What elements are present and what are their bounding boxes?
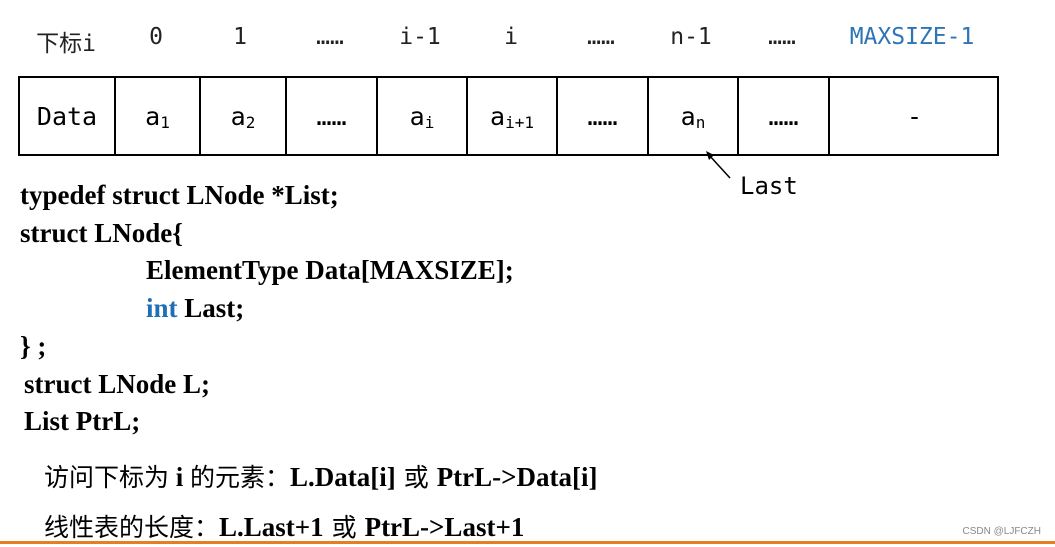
index-i-minus-1: i-1 bbox=[399, 24, 441, 50]
code-last-decl: Last; bbox=[177, 293, 245, 323]
note-length: 线性表的长度：L.Last+1 或 PtrL->Last+1 bbox=[44, 508, 524, 544]
bottom-accent-bar bbox=[0, 541, 1055, 544]
index-label: 下标i bbox=[36, 31, 96, 57]
note-access-or: 或 bbox=[395, 463, 437, 492]
note-access-mid: 的元素： bbox=[190, 463, 291, 492]
cell-base: …… bbox=[587, 101, 618, 131]
index-i: i bbox=[504, 24, 518, 50]
index-ellipsis-2: …… bbox=[587, 24, 615, 50]
code-line-struct-close: } ; bbox=[20, 331, 47, 361]
cell-base: a bbox=[680, 101, 696, 131]
note-length-or: 或 bbox=[323, 513, 365, 542]
note-access-i: i bbox=[169, 462, 191, 492]
cell-subscript: 2 bbox=[245, 112, 256, 132]
watermark: CSDN @LJFCZH bbox=[962, 526, 1042, 537]
cell-base: - bbox=[906, 101, 923, 131]
cell-subscript: i bbox=[424, 112, 435, 132]
code-line-struct-var: struct LNode L; bbox=[24, 369, 210, 399]
cell-base: a bbox=[490, 101, 506, 131]
note-length-expr1: L.Last+1 bbox=[219, 512, 324, 542]
array-cell: …… bbox=[739, 78, 830, 154]
index-0: 0 bbox=[149, 24, 163, 50]
note-length-prefix: 线性表的长度： bbox=[44, 513, 220, 542]
cell-subscript: n bbox=[695, 112, 706, 132]
last-pointer-arrow-icon bbox=[706, 151, 731, 179]
index-ellipsis-1: …… bbox=[316, 24, 344, 50]
code-line-data-field: ElementType Data[MAXSIZE]; bbox=[146, 255, 514, 285]
array-header-cell: Data bbox=[20, 78, 116, 154]
keyword-int: int bbox=[146, 293, 178, 323]
index-n-minus-1: n-1 bbox=[670, 24, 712, 50]
note-access: 访问下标为 i 的元素：L.Data[i] 或 PtrL->Data[i] bbox=[44, 458, 598, 494]
note-length-expr2: PtrL->Last+1 bbox=[364, 512, 525, 542]
cell-base: a bbox=[230, 101, 246, 131]
note-access-expr1: L.Data[i] bbox=[290, 462, 396, 492]
index-maxsize-minus-1: MAXSIZE-1 bbox=[849, 24, 975, 50]
code-line-typedef: typedef struct LNode *List; bbox=[20, 180, 339, 210]
cell-base: a bbox=[409, 101, 425, 131]
code-line-last-field: int Last; bbox=[146, 293, 244, 324]
cell-subscript: 1 bbox=[160, 112, 170, 132]
cell-subscript: i+1 bbox=[505, 112, 534, 132]
array-header-label: Data bbox=[36, 101, 98, 131]
last-pointer-label: Last bbox=[740, 172, 798, 200]
array-cell: …… bbox=[558, 78, 649, 154]
index-ellipsis-3: …… bbox=[768, 24, 796, 50]
cell-base: …… bbox=[316, 101, 347, 131]
cell-base: a bbox=[145, 101, 161, 131]
code-line-struct-open: struct LNode{ bbox=[20, 218, 183, 248]
array-cell: …… bbox=[287, 78, 378, 154]
index-1: 1 bbox=[233, 24, 247, 50]
array-cell: - bbox=[830, 78, 999, 154]
cell-base: …… bbox=[768, 101, 799, 131]
note-access-prefix: 访问下标为 bbox=[44, 463, 170, 492]
code-line-ptr-var: List PtrL; bbox=[24, 406, 141, 436]
note-access-expr2: PtrL->Data[i] bbox=[436, 462, 598, 492]
